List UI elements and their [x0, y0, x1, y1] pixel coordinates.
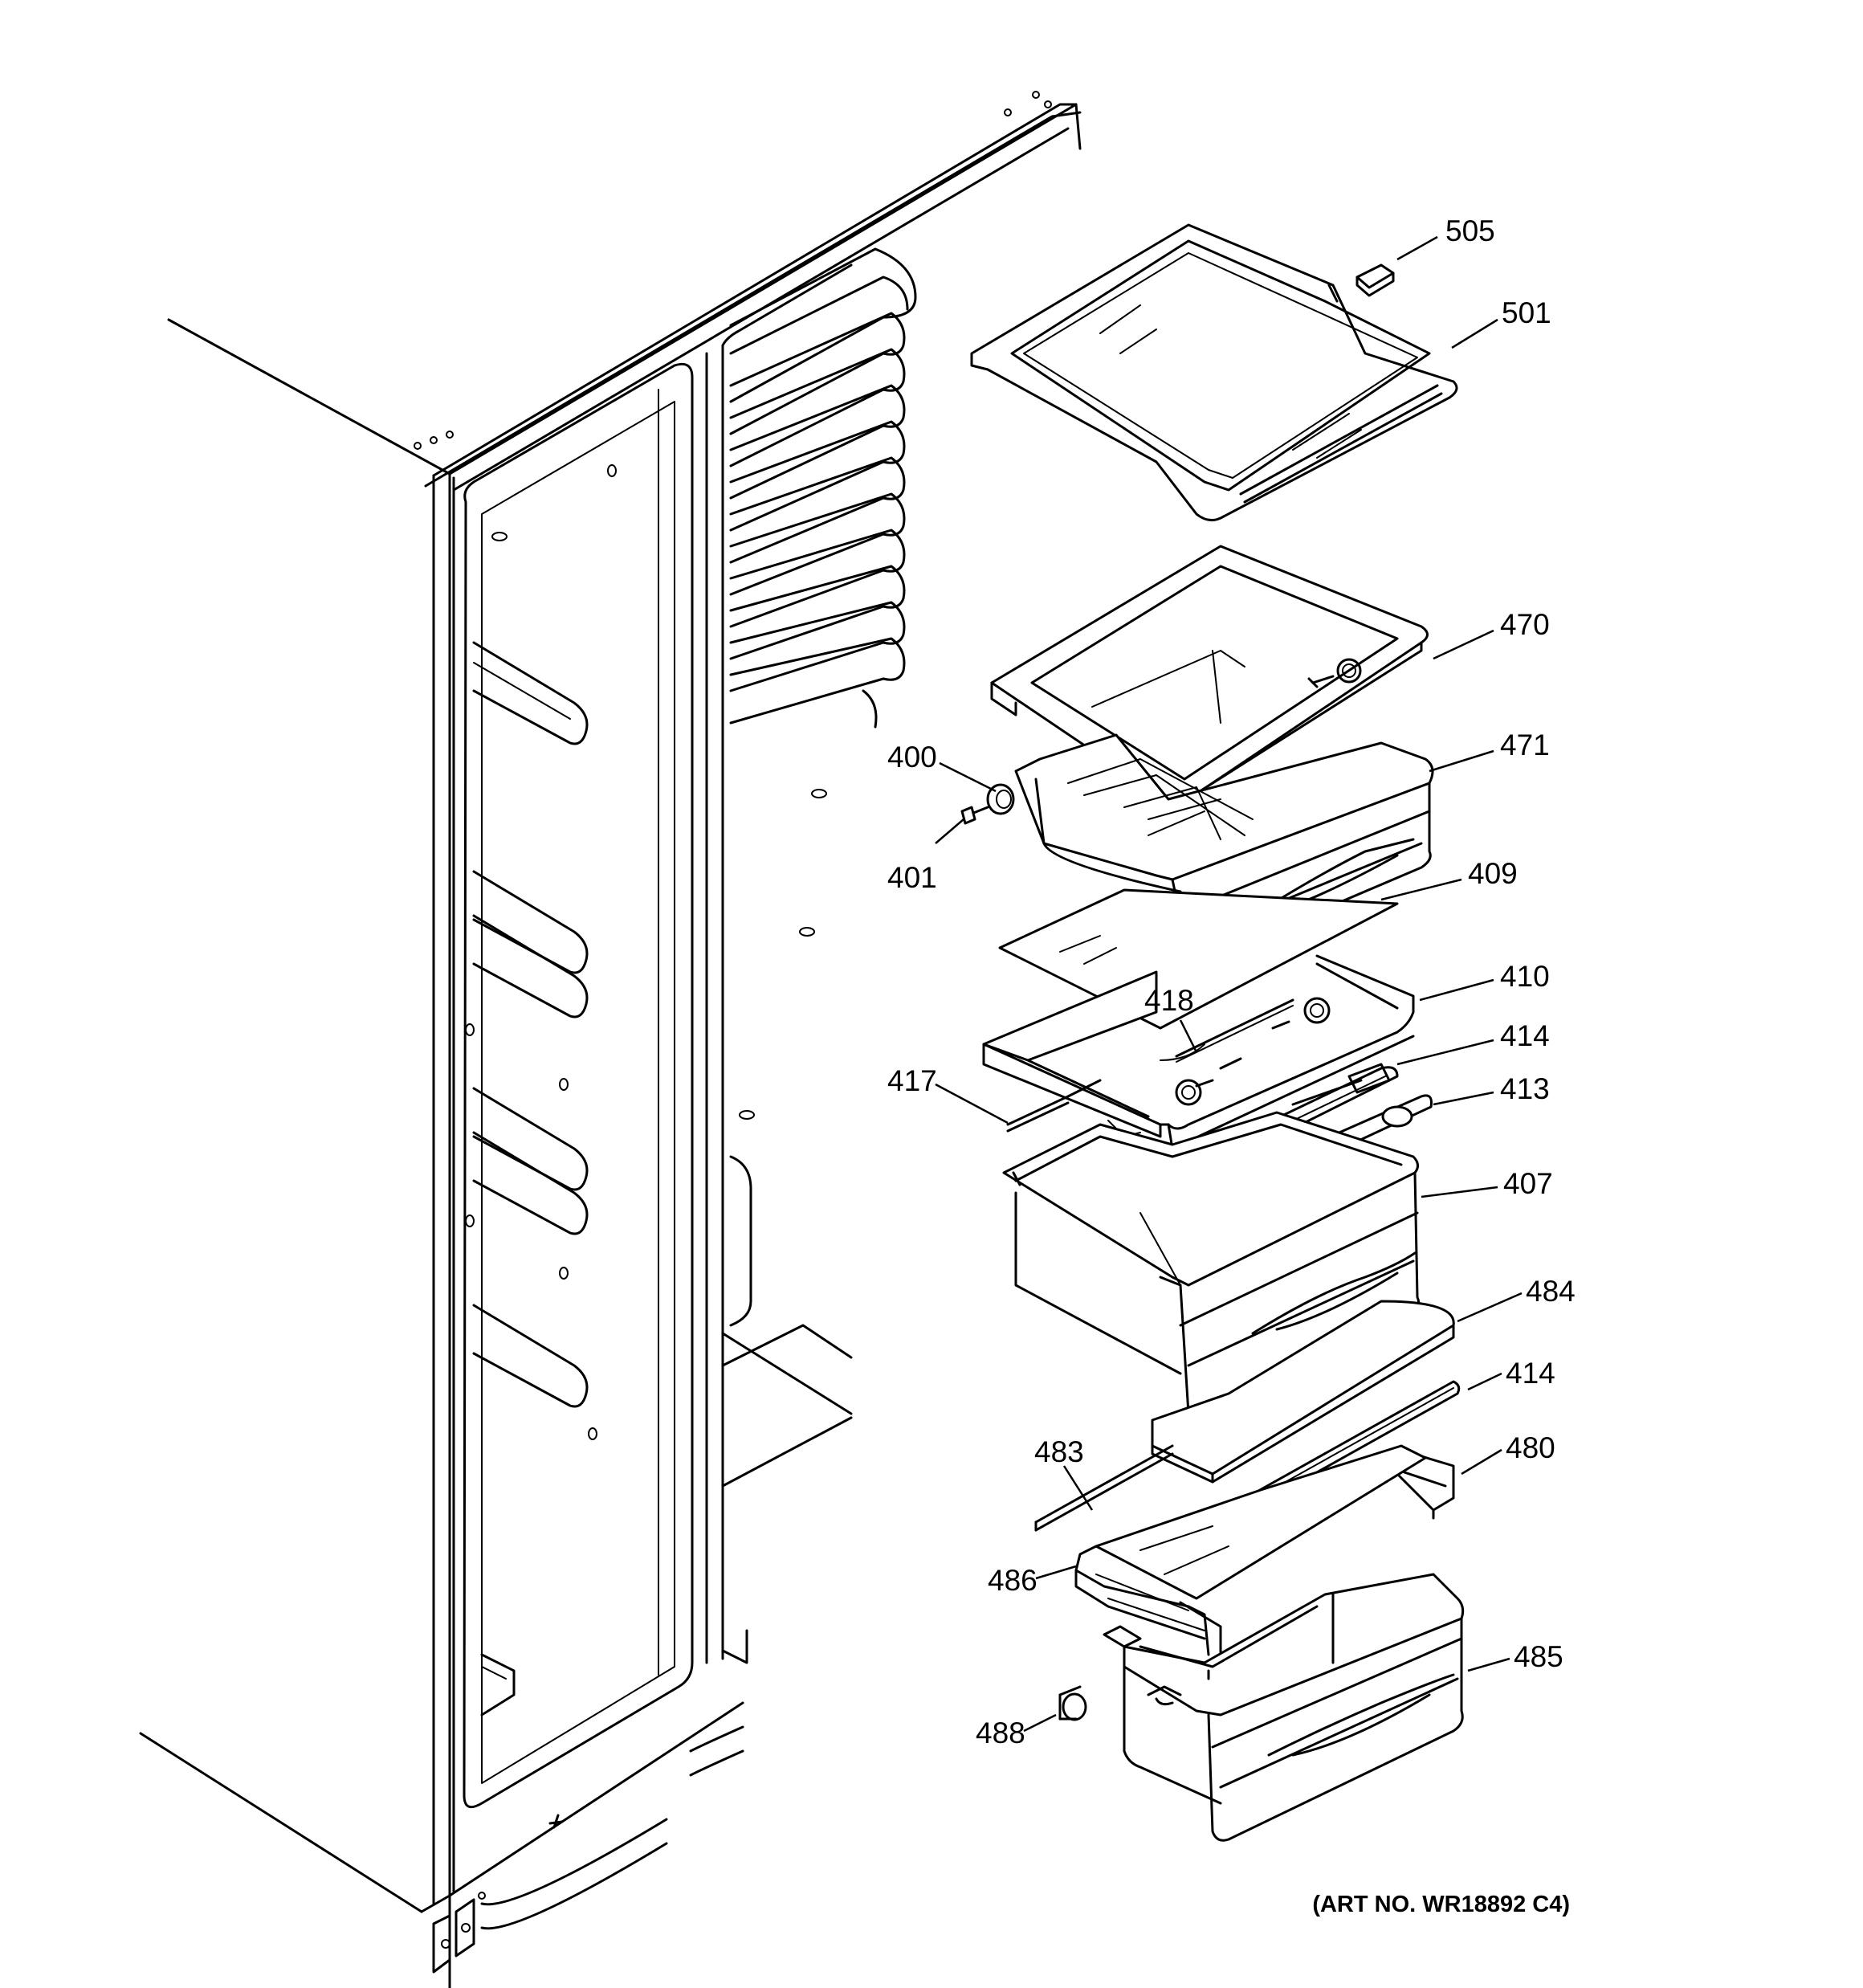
- refrigerator-cabinet: [139, 91, 1082, 1988]
- callout-409: 409: [1468, 857, 1518, 890]
- callout-418: 418: [1144, 984, 1194, 1017]
- bin-485: [1103, 1573, 1465, 1842]
- callout-401: 401: [887, 861, 937, 894]
- callout-486: 486: [988, 1564, 1037, 1597]
- leader-lines: [935, 235, 1523, 1733]
- callout-470: 470: [1500, 608, 1550, 641]
- callout-400: 400: [887, 741, 937, 774]
- callout-483: 483: [1034, 1435, 1084, 1468]
- callout-471: 471: [1500, 729, 1550, 761]
- callout-501: 501: [1502, 296, 1551, 329]
- knob-488: [1058, 1685, 1087, 1721]
- callout-407: 407: [1503, 1167, 1553, 1200]
- glass-cover-409: [998, 888, 1399, 1030]
- screw-401: [960, 806, 989, 825]
- rod-483: [1034, 1444, 1174, 1532]
- rail-417: [1006, 1079, 1102, 1133]
- callout-485: 485: [1514, 1640, 1563, 1673]
- callout-413: 413: [1500, 1072, 1550, 1105]
- callout-410: 410: [1500, 960, 1550, 993]
- roller-400: [986, 783, 1015, 815]
- art-number: (ART NO. WR18892 C4): [1312, 1892, 1570, 1917]
- glass-tray-486: [1074, 1444, 1427, 1656]
- callout-414-lower: 414: [1506, 1357, 1555, 1390]
- callout-417: 417: [887, 1064, 937, 1097]
- glass-shelf-501: [970, 223, 1458, 522]
- callout-488: 488: [976, 1717, 1025, 1749]
- freezer-rails: [729, 247, 917, 1120]
- callout-505: 505: [1445, 214, 1495, 247]
- callout-480: 480: [1506, 1431, 1555, 1464]
- callout-414-upper: 414: [1500, 1019, 1550, 1052]
- shelf-clip-505: [1355, 263, 1395, 297]
- callout-484: 484: [1526, 1275, 1576, 1308]
- drawer-cover-484: [1151, 1300, 1455, 1484]
- callout-labels: 505 501 470 471 400 401 409 410 418 414 …: [887, 214, 1576, 1749]
